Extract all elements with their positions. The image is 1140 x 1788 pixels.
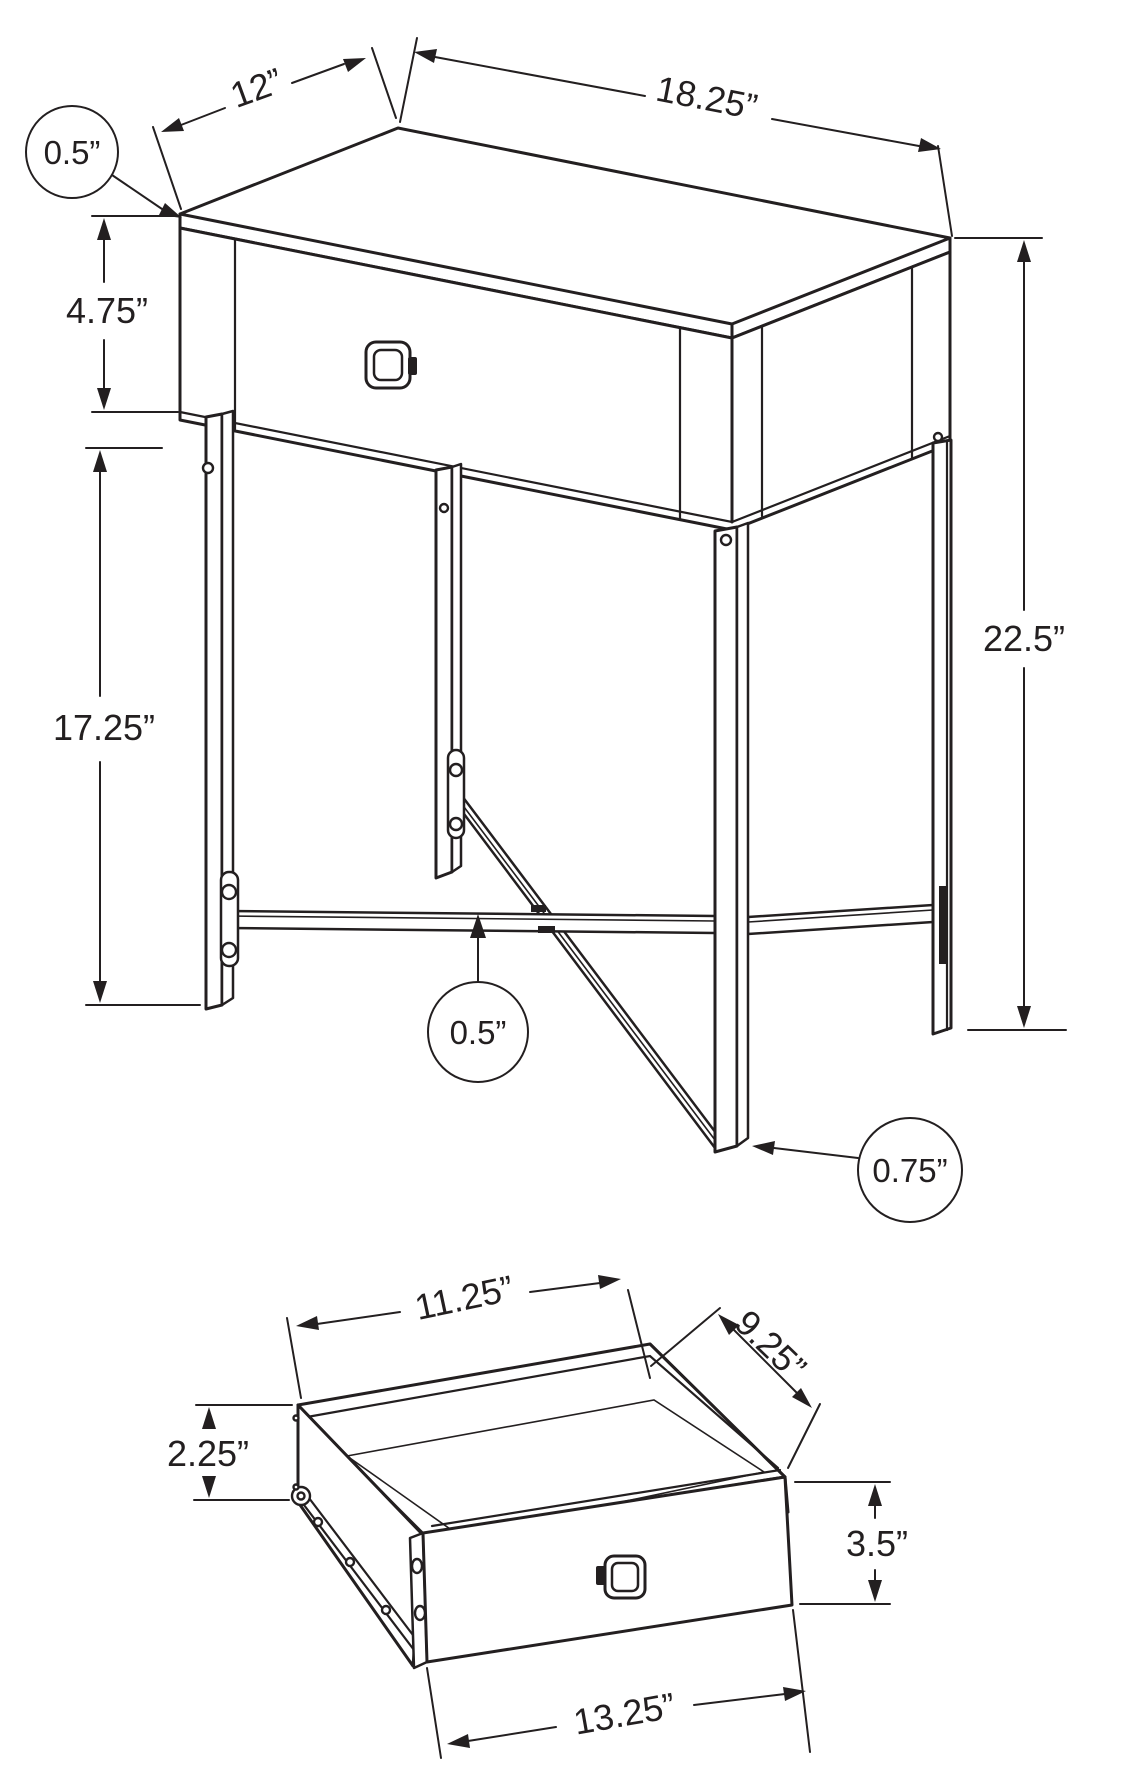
dim-label: 12” <box>225 60 288 116</box>
dim-label: 13.25” <box>570 1685 678 1743</box>
dim-label: 2.25” <box>167 1433 249 1474</box>
drawer-figure: 11.25” 9.25” 2.25” 3.5” <box>167 1267 908 1759</box>
dim-label: 0.75” <box>872 1152 947 1189</box>
dim-label: 11.25” <box>411 1267 517 1328</box>
leg-front-left <box>201 409 240 1011</box>
drawer-box <box>178 226 952 532</box>
leg-right <box>931 431 953 1036</box>
dim-stretcher-callout: 0.5” <box>427 914 529 1083</box>
dim-drawer-side-height: 2.25” <box>167 1404 293 1501</box>
dim-label: 22.5” <box>983 618 1065 659</box>
dim-label: 3.5” <box>846 1523 908 1564</box>
drawer-handle-icon <box>596 1554 647 1600</box>
dim-label: 4.75” <box>66 290 148 331</box>
dim-drawer-front-height: 3.5” <box>794 1481 908 1605</box>
drawer-side-panel <box>290 1403 425 1668</box>
dim-label: 9.25” <box>727 1302 815 1388</box>
dim-top-thickness-callout: 0.5” <box>25 105 182 218</box>
leg-front-center <box>713 521 750 1154</box>
table-figure: 0.5” 12” 18.25” <box>25 37 1067 1223</box>
dim-label: 0.5” <box>450 1014 507 1051</box>
drawer-front-panel <box>408 1475 794 1670</box>
dim-leg-thickness-callout: 0.75” <box>752 1117 963 1223</box>
back-leg-bracket <box>438 502 466 840</box>
dim-overall-height: 22.5” <box>954 237 1067 1031</box>
drawer-slide-rail <box>290 1414 421 1652</box>
stretcher-bar <box>226 903 935 936</box>
drawer-handle-icon <box>364 340 417 390</box>
dim-label: 17.25” <box>53 707 155 748</box>
cross-brace <box>447 786 724 1150</box>
dim-drawer-section-height: 4.75” <box>66 215 179 413</box>
dim-label: 18.25” <box>653 68 761 128</box>
dim-label: 0.5” <box>44 134 101 171</box>
dim-leg-length: 17.25” <box>53 447 201 1006</box>
